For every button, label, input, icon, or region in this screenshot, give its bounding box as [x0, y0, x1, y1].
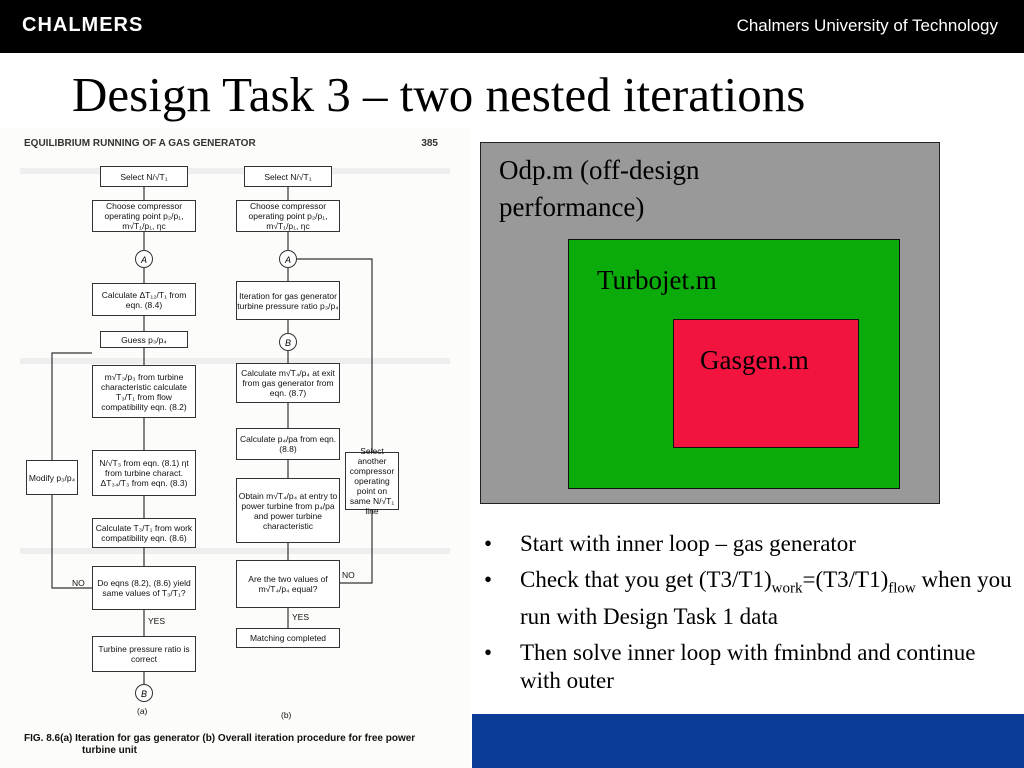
scan-page-number: 385 — [421, 138, 438, 149]
flow-box-calculate-p4: Calculate p₄/pa from eqn. (8.8) — [236, 428, 340, 460]
flow-box-turbine-characteristic: m√T₃/p₃ from turbine characteristic calc… — [92, 365, 196, 418]
connector-circle-a: A — [135, 250, 153, 268]
label-yes-b: YES — [292, 612, 310, 622]
label-no-b: NO — [342, 570, 355, 580]
flow-box-power-turbine: Obtain m√T₄/p₄ at entry to power turbine… — [236, 478, 340, 543]
flowchart-connectors — [51, 187, 373, 684]
flow-box-select-another: Select another compressor operating poin… — [345, 446, 399, 516]
figure-caption: FIG. 8.6(a) Iteration for gas generator … — [24, 733, 415, 757]
figure-caption-line: FIG. 8.6(a) Iteration for gas generator … — [24, 733, 416, 744]
bullet-list: • Start with inner loop – gas generator … — [484, 530, 1014, 703]
flow-box-exit-mass-flow: Calculate m√T₄/p₄ at exit from gas gener… — [236, 363, 340, 403]
chalmers-logo: CHALMERS — [22, 14, 144, 36]
label-figure-a: (a) — [137, 706, 148, 716]
ghost-text-line — [20, 358, 450, 364]
flow-box-matching-completed: Matching completed — [236, 628, 340, 648]
connector-circle-b: B — [135, 684, 153, 702]
flow-box-calculate-dt: Calculate ΔT₁₂/T₁ from eqn. (8.4) — [92, 283, 196, 316]
ghost-text-line — [20, 168, 450, 174]
label-yes-a: YES — [148, 616, 166, 626]
flow-box-modify-pressure: Modify p₃/p₄ — [26, 460, 78, 495]
scan-page-header: EQUILIBRIUM RUNNING OF A GAS GENERATOR 3… — [24, 138, 438, 149]
bullet-text: Check that you get (T3/T1) — [520, 567, 772, 592]
footer-bar — [472, 714, 1024, 768]
ghost-text-line — [20, 548, 450, 554]
bullet-text: =(T3/T1) — [802, 567, 889, 592]
header-bar: CHALMERS Chalmers University of Technolo… — [0, 0, 1024, 53]
scan-header-text: EQUILIBRIUM RUNNING OF A GAS GENERATOR — [24, 138, 256, 149]
flow-box-decision-same-values: Do eqns (8.2), (8.6) yield same values o… — [92, 566, 196, 610]
bullet-marker: • — [484, 639, 493, 665]
bullet-item: • Start with inner loop – gas generator — [484, 530, 1014, 558]
university-name: Chalmers University of Technology — [736, 16, 998, 35]
inner-box-gasgen — [673, 319, 859, 448]
flow-box-select-n-b: Select N/√T₁ — [244, 166, 332, 187]
bullet-text: when you run with Design Task 1 data — [520, 567, 1012, 629]
bullet-marker: • — [484, 531, 493, 556]
flow-box-work-compatibility: Calculate T₃/T₁ from work compatibility … — [92, 518, 196, 548]
bullet-text: Then solve inner loop with fminbnd and c… — [520, 639, 976, 693]
flow-box-turbine-efficiency: N/√T₃ from eqn. (8.1) ηt from turbine ch… — [92, 450, 196, 496]
subscript-flow: flow — [888, 580, 916, 597]
scanned-flowchart-figure: EQUILIBRIUM RUNNING OF A GAS GENERATOR 3… — [0, 128, 470, 768]
flow-box-decision-equal: Are the two values of m√T₄/p₄ equal? — [236, 560, 340, 608]
inner-box-label: Gasgen.m — [700, 345, 809, 375]
subscript-work: work — [771, 580, 803, 597]
connector-circle-b-b: B — [279, 333, 297, 351]
label-figure-b: (b) — [281, 710, 292, 720]
bullet-text: Start with inner loop – gas generator — [520, 531, 856, 556]
middle-box-label: Turbojet.m — [597, 265, 717, 295]
flow-box-guess-pressure: Guess p₃/p₄ — [100, 331, 188, 348]
flow-box-pressure-ratio-correct: Turbine pressure ratio is correct — [92, 636, 196, 672]
label-no-a: NO — [72, 578, 85, 588]
flow-box-compressor-point-b: Choose compressor operating point p₂/p₁,… — [236, 200, 340, 232]
flow-box-iteration-gas-generator: Iteration for gas generator turbine pres… — [236, 281, 340, 320]
connector-circle-a-b: A — [279, 250, 297, 268]
outer-box-label: Odp.m (off-design performance) — [499, 155, 700, 222]
figure-caption-line: turbine unit — [82, 745, 137, 756]
flow-box-compressor-point: Choose compressor operating point p₂/p₁,… — [92, 200, 196, 232]
bullet-item: • Then solve inner loop with fminbnd and… — [484, 639, 1014, 695]
slide-title: Design Task 3 – two nested iterations — [72, 67, 806, 122]
bullet-marker: • — [484, 567, 493, 592]
flow-box-select-n: Select N/√T₁ — [100, 166, 188, 187]
bullet-item: • Check that you get (T3/T1)work=(T3/T1)… — [484, 566, 1014, 631]
